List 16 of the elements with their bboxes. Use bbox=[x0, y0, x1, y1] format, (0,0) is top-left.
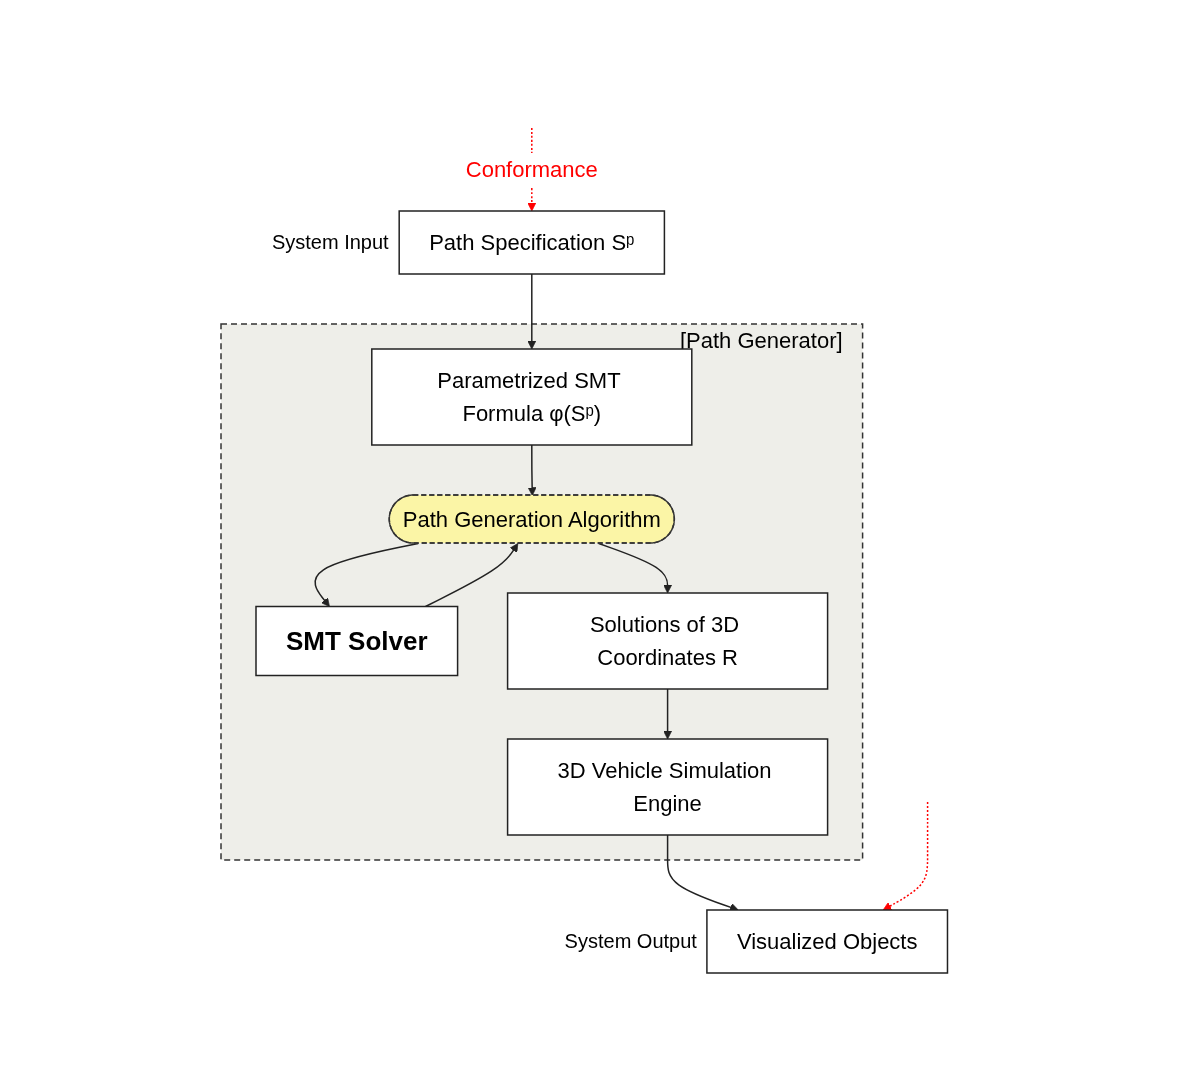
node-box: Path Specification Sᵖ bbox=[398, 210, 665, 275]
arrow bbox=[662, 688, 672, 740]
node-box: Solutions of 3D Coordinates R bbox=[506, 592, 829, 690]
edge-label: Conformance bbox=[465, 157, 598, 182]
arrow bbox=[314, 542, 419, 607]
arrow bbox=[666, 834, 739, 912]
node-box: Parametrized SMT Formula φ(Sᵖ) bbox=[370, 348, 693, 446]
node-box: Visualized Objects bbox=[705, 909, 948, 974]
arrow bbox=[882, 801, 929, 911]
side-caption: System Input bbox=[271, 231, 389, 254]
arrow bbox=[527, 273, 536, 350]
node-box: 3D Vehicle Simulation Engine bbox=[506, 738, 829, 836]
node-box: SMT Solver bbox=[254, 605, 459, 677]
arrow bbox=[527, 444, 537, 496]
arrow bbox=[424, 543, 518, 608]
side-caption: System Output bbox=[564, 930, 697, 953]
